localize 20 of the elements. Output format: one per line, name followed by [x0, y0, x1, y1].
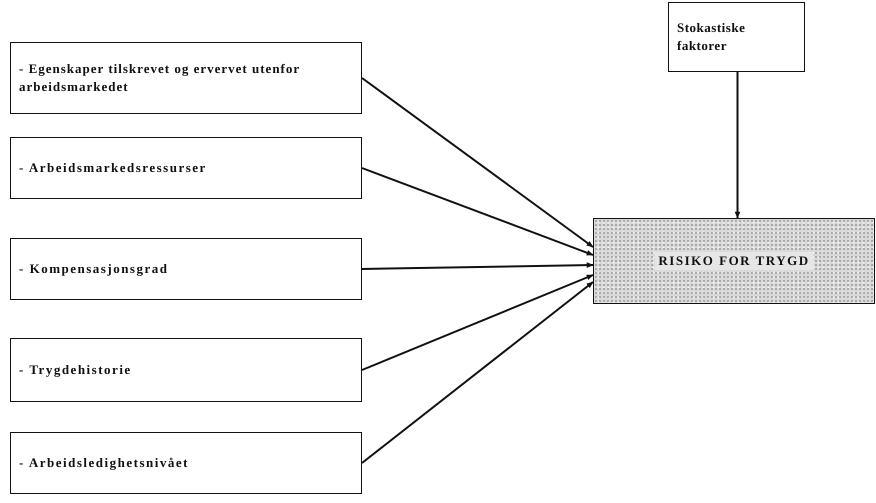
box-label: Stokastiske faktorer	[677, 19, 746, 55]
factor-box	[10, 432, 362, 494]
factor-box	[10, 238, 362, 300]
arrow	[734, 72, 740, 219]
box-label: - Arbeidsmarkedsressurser	[19, 159, 207, 177]
factor-box	[10, 42, 362, 114]
arrow	[362, 274, 594, 371]
outcome-box	[593, 218, 875, 304]
box-label: - Trygdehistorie	[19, 361, 132, 379]
factor-box	[668, 2, 805, 72]
box-label: - Arbeidsledighetsnivået	[19, 454, 189, 472]
factor-box	[10, 338, 362, 402]
factor-box	[10, 137, 362, 199]
arrow	[361, 281, 594, 464]
box-label: - Kompensasjonsgrad	[19, 260, 168, 278]
box-label: - Egenskaper tilskrevet og ervervet utenfor arbeidsmarkedet	[19, 60, 301, 96]
arrow	[362, 262, 594, 270]
arrow	[362, 167, 594, 256]
arrow	[361, 77, 594, 248]
box-label: RISIKO FOR TRYGD	[655, 252, 813, 270]
